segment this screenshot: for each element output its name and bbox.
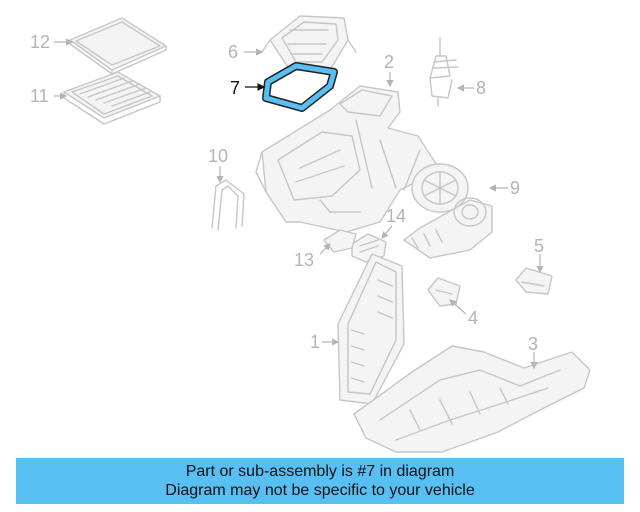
part-7-gasket-highlighted	[262, 62, 338, 112]
part-9-blower-motor	[403, 163, 493, 259]
part-3-lower-housing	[353, 345, 591, 453]
callout-5: 5	[534, 236, 544, 256]
callout-3: 3	[528, 334, 538, 354]
part-5-actuator	[515, 267, 553, 295]
part-1-heater-core	[337, 253, 405, 405]
part-14-connector	[351, 233, 387, 263]
leader-lines	[54, 38, 544, 370]
callout-4: 4	[468, 308, 478, 328]
callout-14: 14	[386, 206, 406, 226]
callout-11: 11	[30, 86, 49, 106]
callout-13: 13	[294, 250, 314, 270]
callout-12: 12	[30, 32, 50, 52]
part-10-bracket	[211, 179, 245, 231]
callout-1: 1	[310, 332, 320, 352]
info-banner: Part or sub-assembly is #7 in diagram Di…	[16, 458, 624, 504]
part-6-upper-housing	[261, 15, 357, 71]
banner-part-note: Part or sub-assembly is #7 in diagram	[185, 463, 455, 480]
callout-7-highlighted: 7	[230, 78, 240, 98]
callout-9: 9	[510, 178, 520, 198]
callout-8: 8	[476, 78, 486, 98]
part-4-actuator	[427, 277, 461, 307]
callout-labels: 1 2 3 4 5 6 7 8 9 10 11 12 13 14	[30, 32, 544, 354]
part-2-main-housing	[255, 85, 441, 233]
callout-10: 10	[208, 146, 228, 166]
banner-disclaimer: Diagram may not be specific to your vehi…	[165, 482, 475, 499]
part-8-valve	[429, 37, 459, 107]
part-12-filter-frame	[69, 17, 167, 75]
part-13-clip	[323, 229, 357, 253]
part-11-filter-element	[63, 71, 161, 125]
callout-2: 2	[384, 52, 394, 72]
callout-6: 6	[228, 42, 238, 62]
